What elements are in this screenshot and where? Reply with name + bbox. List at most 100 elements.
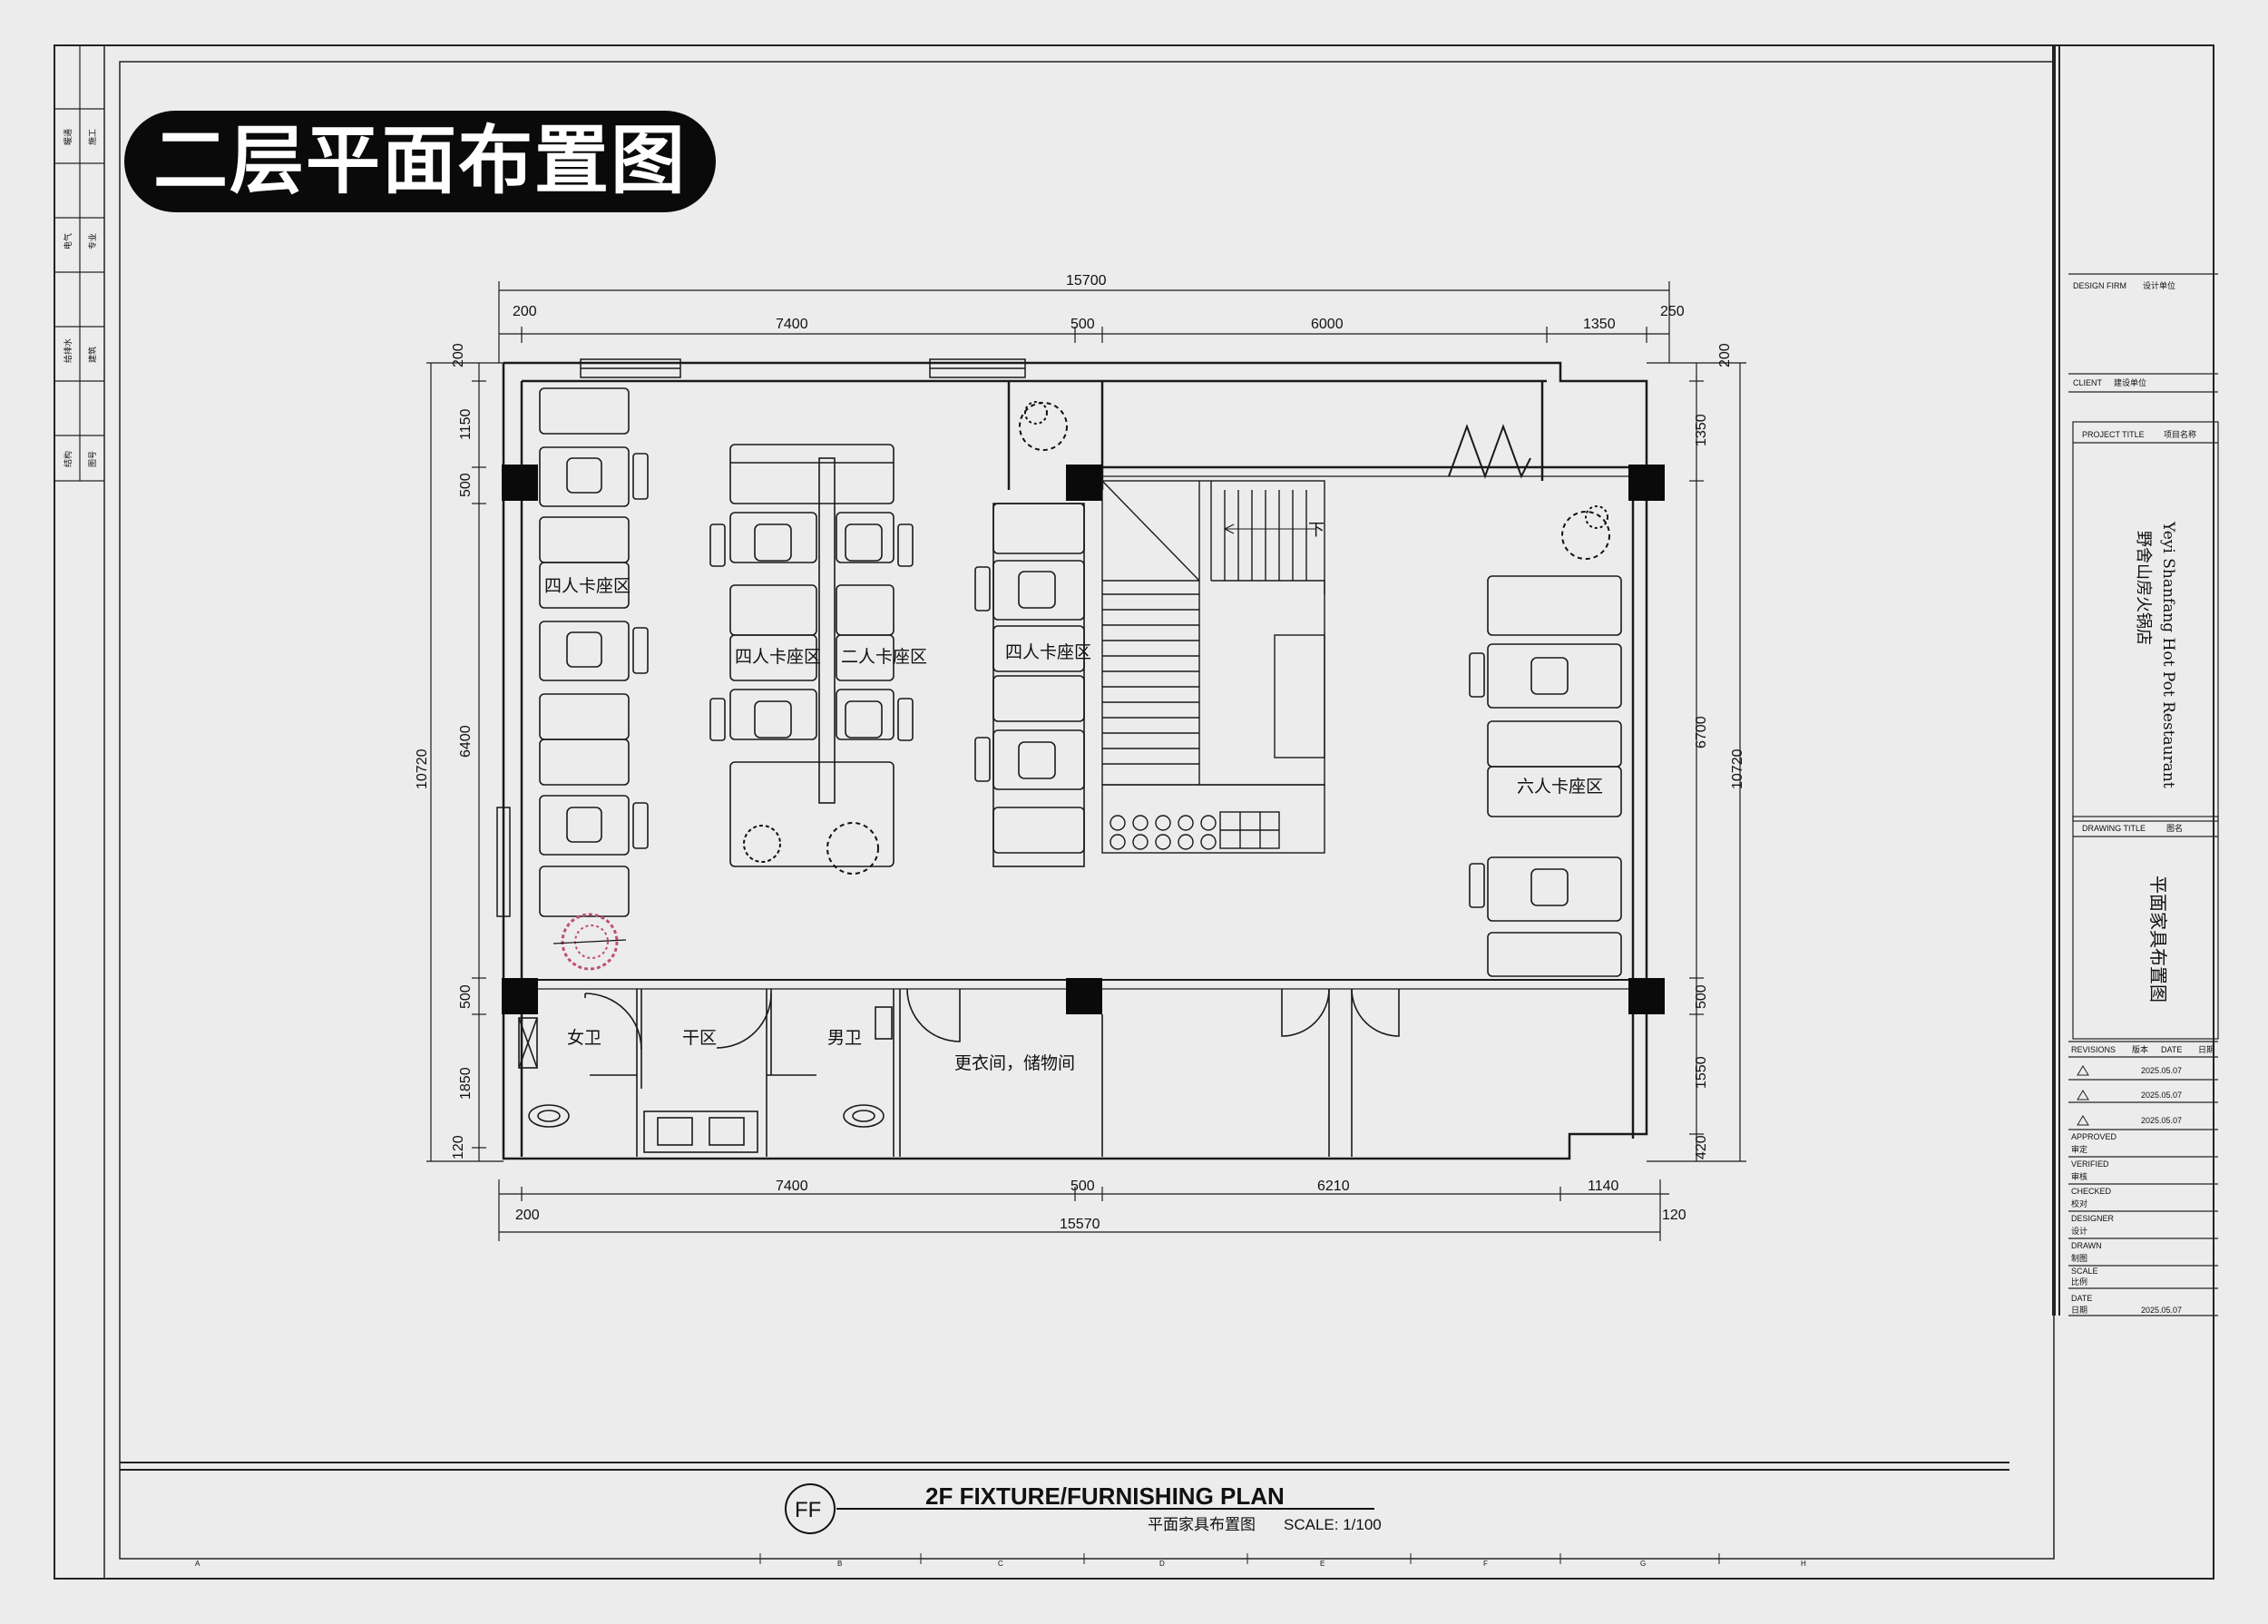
tb-revision-date: 2025.05.07 bbox=[2141, 1066, 2182, 1075]
drawing-symbol bbox=[785, 1483, 1374, 1534]
dim-left-segment: 200 bbox=[451, 343, 466, 367]
footer-title: 2F FIXTURE/FURNISHING PLAN bbox=[925, 1482, 1285, 1510]
tb-drawing-name: 平面家具布置图 bbox=[2147, 876, 2169, 1003]
grid-letter: E bbox=[1320, 1560, 1325, 1568]
room-label: 更衣间，储物间 bbox=[954, 1053, 1075, 1073]
page-heading-badge: 二层平面布置图 bbox=[124, 111, 716, 212]
tb-client-cn: 建设单位 bbox=[2114, 377, 2146, 387]
room-label: 干区 bbox=[682, 1028, 717, 1048]
tb-version-label: 版本 bbox=[2132, 1044, 2148, 1054]
grid-letter: B bbox=[837, 1560, 842, 1568]
dim-right-segment: 200 bbox=[1717, 343, 1733, 367]
tb-project-title-cn: 项目名称 bbox=[2164, 429, 2196, 439]
room-label: 男卫 bbox=[827, 1028, 862, 1048]
dim-bottom-small: 200 bbox=[515, 1208, 540, 1223]
dim-right-segment: 1550 bbox=[1694, 1056, 1709, 1089]
tb-drawn-label: DRAWN bbox=[2071, 1241, 2102, 1250]
left-strip-label: 结构 bbox=[63, 451, 73, 467]
dim-bottom-segment: 1140 bbox=[1588, 1179, 1619, 1194]
title-block-frame bbox=[2068, 273, 2219, 1316]
dim-bottom-segment: 7400 bbox=[776, 1179, 808, 1194]
tb-verified-cn: 审核 bbox=[2071, 1171, 2087, 1181]
grid-letter: D bbox=[1159, 1560, 1165, 1568]
left-strip-label: 专业 bbox=[87, 233, 97, 249]
dim-bottom-small: 120 bbox=[1662, 1208, 1686, 1223]
dim-left-segment: 1150 bbox=[458, 408, 474, 440]
stair-down-label: 下 bbox=[1308, 521, 1325, 540]
center-booths bbox=[974, 503, 1085, 867]
left-strip-grid bbox=[54, 45, 104, 482]
dimension-lines bbox=[426, 281, 1746, 1241]
tb-project-name-en: Yeyi Shanfang Hot Pot Restaurant bbox=[2159, 521, 2177, 788]
tb-project-name-cn: 野舍山房火锅店 bbox=[2134, 531, 2153, 645]
tb-date-label: DATE bbox=[2161, 1045, 2182, 1054]
revision-triangle-icon bbox=[2077, 1065, 2089, 1126]
grid-letter: A bbox=[195, 1560, 200, 1568]
footer-scale: SCALE: 1/100 bbox=[1284, 1516, 1382, 1533]
tb-approved-label: APPROVED bbox=[2071, 1132, 2117, 1141]
windows bbox=[496, 358, 1026, 917]
left-booth-column bbox=[539, 387, 649, 917]
room-label: 六人卡座区 bbox=[1517, 777, 1603, 797]
plant-icon bbox=[743, 401, 1610, 875]
tb-client-label: CLIENT bbox=[2073, 378, 2103, 387]
room-label: 四人卡座区 bbox=[1005, 642, 1091, 662]
tb-design-firm-label: DESIGN FIRM bbox=[2073, 281, 2126, 290]
middle-booths bbox=[709, 444, 914, 867]
folding-partition bbox=[1448, 424, 1531, 479]
dim-top-segment: 6000 bbox=[1311, 317, 1344, 332]
dim-left-segment: 1850 bbox=[458, 1067, 474, 1100]
dim-right-segment: 500 bbox=[1694, 984, 1709, 1009]
tb-scale-label: SCALE bbox=[2071, 1267, 2098, 1276]
tb-checked-label: CHECKED bbox=[2071, 1187, 2112, 1196]
tb-verified-label: VERIFIED bbox=[2071, 1159, 2109, 1169]
room-label: 二人卡座区 bbox=[841, 647, 927, 667]
drawing-symbol-text: FF bbox=[795, 1498, 821, 1522]
bottom-rooms bbox=[518, 988, 1400, 1157]
dim-top-segment: 200 bbox=[513, 304, 537, 319]
tb-drawing-title-cn-label: 图名 bbox=[2166, 823, 2183, 833]
dim-top-total: 15700 bbox=[1066, 273, 1107, 289]
tb-designer-label: DESIGNER bbox=[2071, 1214, 2115, 1223]
right-booth-column bbox=[1469, 575, 1622, 977]
left-strip-label: 电气 bbox=[63, 233, 73, 249]
room-label: 四人卡座区 bbox=[735, 647, 821, 667]
sheet-frame bbox=[54, 44, 2214, 1580]
dim-right-segment: 1350 bbox=[1694, 414, 1709, 446]
grid-letter: G bbox=[1640, 1560, 1646, 1568]
tb-design-firm-cn: 设计单位 bbox=[2143, 280, 2175, 290]
flower-plant-icon bbox=[552, 913, 627, 971]
tb-date-row-cn: 日期 bbox=[2071, 1306, 2087, 1315]
dim-left-segment: 6400 bbox=[458, 725, 474, 758]
grid-letter: H bbox=[1801, 1560, 1806, 1568]
tb-checked-cn: 校对 bbox=[2071, 1198, 2087, 1208]
tb-revision-date: 2025.05.07 bbox=[2141, 1091, 2182, 1100]
grid-ruler bbox=[120, 1553, 1887, 1564]
room-label: 女卫 bbox=[567, 1028, 601, 1048]
dim-top-segment: 500 bbox=[1070, 317, 1095, 332]
dim-top-segment: 1350 bbox=[1583, 317, 1616, 332]
dim-right-segment: 420 bbox=[1694, 1135, 1709, 1159]
tb-designer-cn: 设计 bbox=[2071, 1226, 2087, 1236]
tb-approved-cn: 审定 bbox=[2071, 1144, 2087, 1154]
footer-subtitle-cn: 平面家具布置图 bbox=[1148, 1516, 1256, 1533]
dim-top-segment: 7400 bbox=[776, 317, 808, 332]
tb-date-row-label: DATE bbox=[2071, 1294, 2092, 1303]
dim-right-total: 10720 bbox=[1730, 748, 1745, 789]
grid-letter: C bbox=[998, 1560, 1003, 1568]
dim-left-segment: 500 bbox=[458, 473, 474, 497]
room-label: 四人卡座区 bbox=[544, 576, 631, 596]
columns bbox=[502, 465, 1665, 1014]
left-strip-label: 给排水 bbox=[63, 338, 73, 363]
staircase bbox=[1101, 480, 1325, 854]
dim-left-segment: 500 bbox=[458, 984, 474, 1009]
tb-date-cn-label: 日期 bbox=[2198, 1045, 2214, 1054]
dim-left-segment: 120 bbox=[451, 1135, 466, 1159]
left-strip-label: 施工 bbox=[87, 129, 97, 145]
grid-letter: F bbox=[1483, 1560, 1488, 1568]
tb-drawing-title-label: DRAWING TITLE bbox=[2082, 824, 2146, 833]
dim-bottom-total: 15570 bbox=[1060, 1217, 1100, 1232]
dim-right-segment: 6700 bbox=[1694, 716, 1709, 748]
